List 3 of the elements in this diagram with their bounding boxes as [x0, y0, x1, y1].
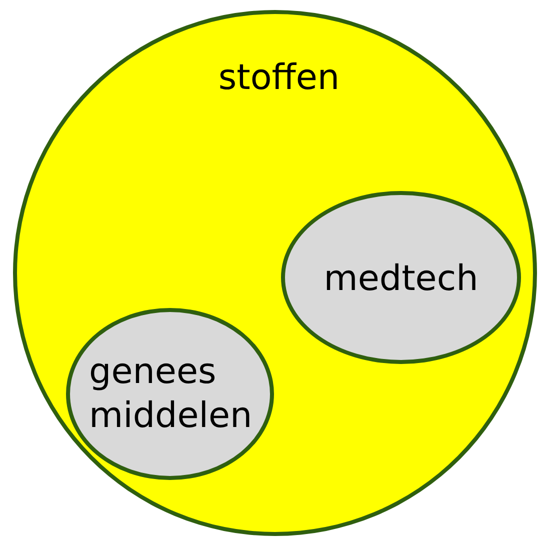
set-label: medtech — [324, 258, 478, 301]
set-label: stoffen — [218, 57, 340, 100]
set-label: genees middelen — [89, 351, 254, 438]
